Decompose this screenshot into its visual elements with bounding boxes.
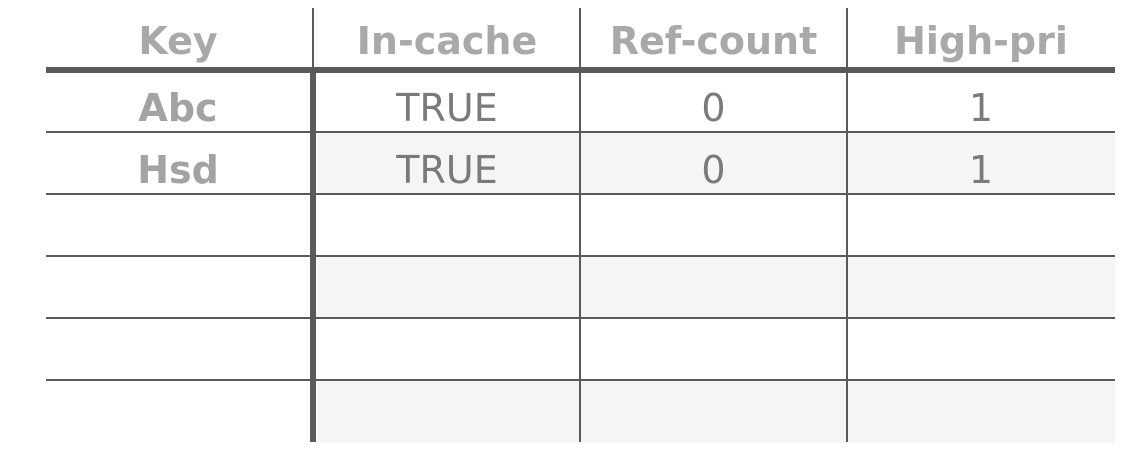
table-cell-ref-count: 0 [701, 86, 726, 130]
table-cell-high-pri [847, 257, 1115, 319]
table-cell-key: Abc [138, 86, 218, 130]
column-divider-thick [310, 70, 316, 442]
table-cell-in-cache: TRUE [396, 148, 498, 192]
column-header-high-pri: High-pri [894, 19, 1068, 63]
table-cell-key [46, 195, 310, 257]
row-shading [317, 133, 1115, 193]
table-cell-ref-count [580, 381, 847, 443]
column-divider [579, 8, 581, 442]
table-cell-ref-count [580, 319, 847, 381]
table-cell-ref-count [580, 195, 847, 257]
column-header-key: Key [138, 19, 218, 63]
table-cell-in-cache [314, 381, 580, 443]
table-cell-key: Hsd [137, 148, 219, 192]
table-cell-high-pri: 1 [968, 148, 994, 192]
table-cell-high-pri: 1 [968, 86, 994, 130]
table-cell-high-pri [847, 319, 1115, 381]
table-cell-key [46, 319, 310, 381]
column-header-ref-count: Ref-count [609, 19, 818, 63]
table-cell-key [46, 257, 310, 319]
table-cell-in-cache: TRUE [396, 86, 498, 130]
row-shading [317, 257, 1115, 317]
table-cell-ref-count [580, 257, 847, 319]
row-shading [317, 381, 1115, 443]
column-divider [312, 8, 314, 70]
table-cell-high-pri [847, 381, 1115, 443]
table-cell-in-cache [314, 319, 580, 381]
table-cell-in-cache [314, 195, 580, 257]
table-cell-key [46, 381, 310, 443]
table-cell-high-pri [847, 195, 1115, 257]
column-header-in-cache: In-cache [356, 19, 538, 63]
table-cell-in-cache [314, 257, 580, 319]
column-divider [846, 8, 848, 442]
table-cell-ref-count: 0 [701, 148, 726, 192]
